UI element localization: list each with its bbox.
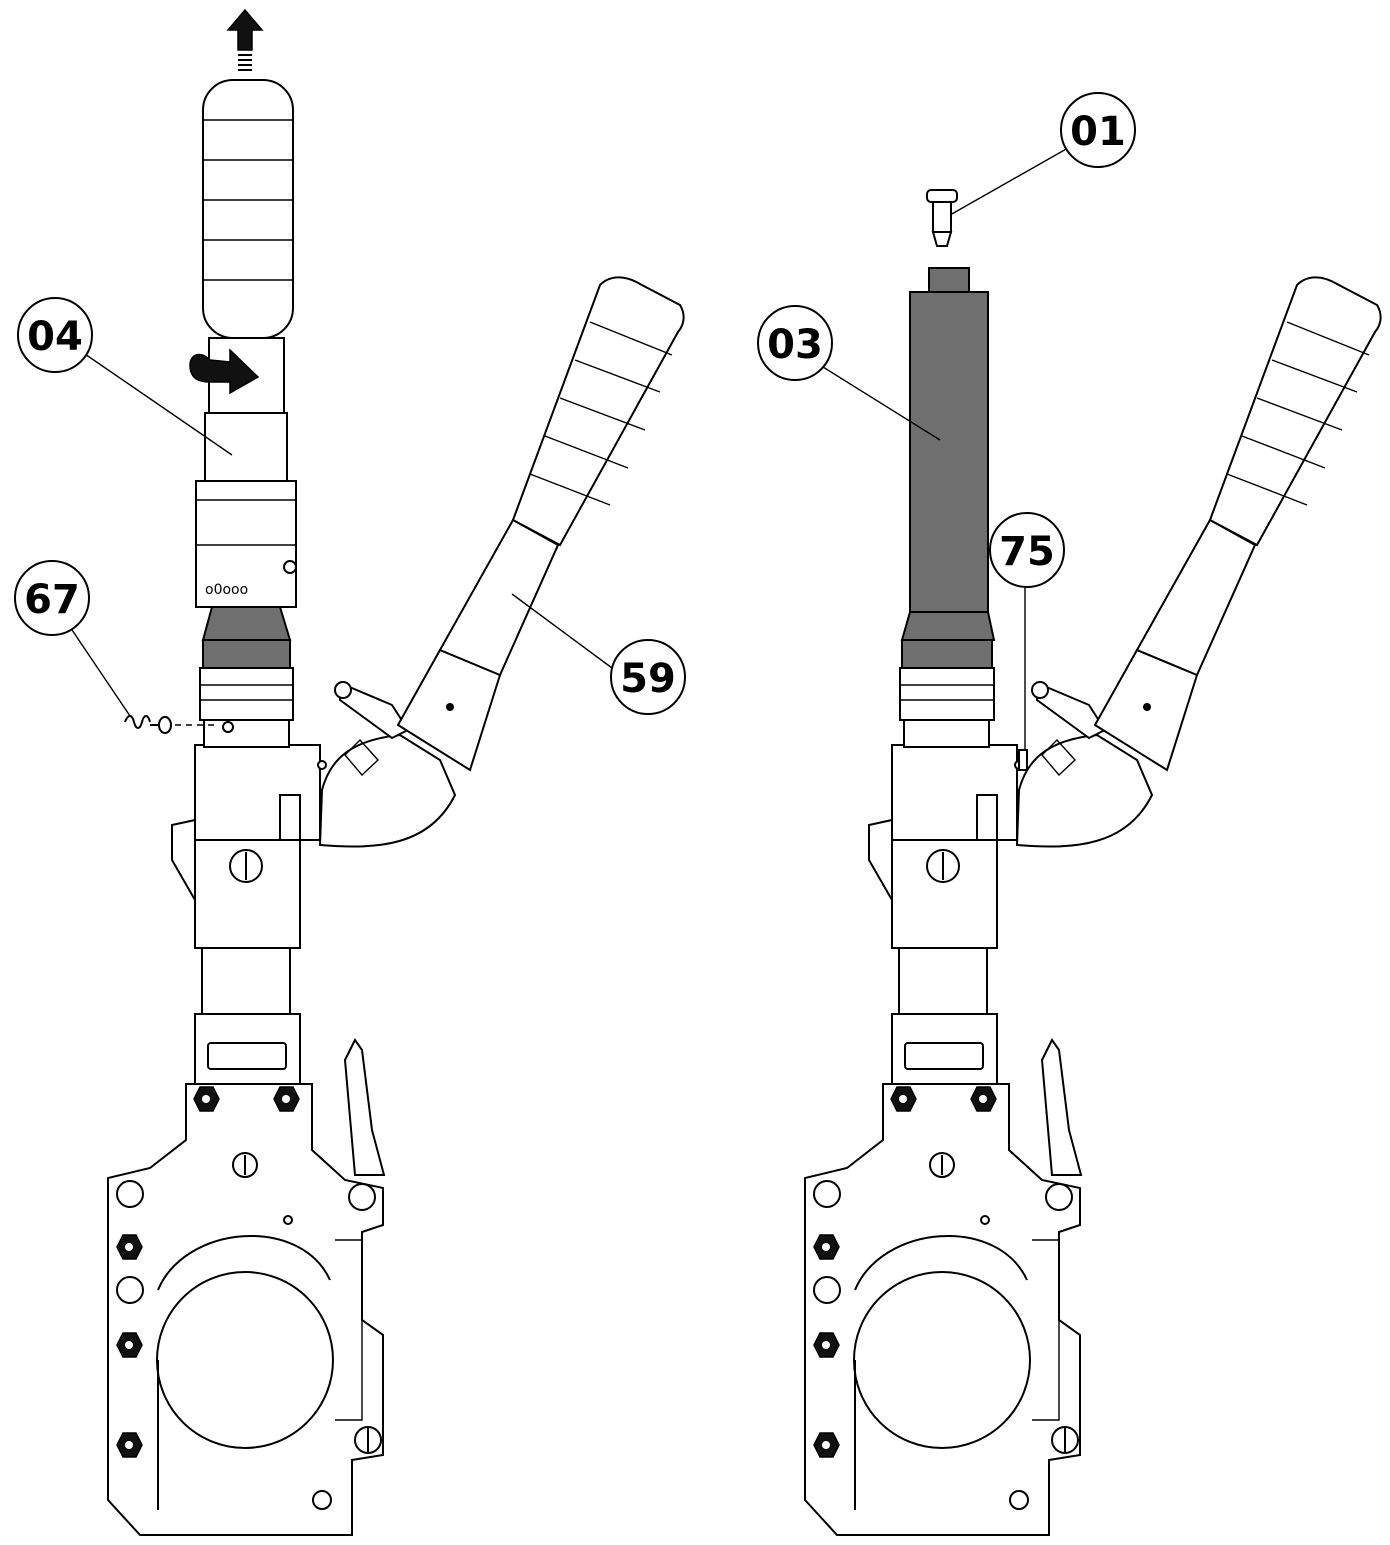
callout-label-67: 67 — [24, 577, 80, 623]
callout-67: 67 — [14, 560, 90, 636]
callout-label-01: 01 — [1070, 109, 1126, 155]
callout-03: 03 — [757, 305, 833, 381]
small-pin-part — [1018, 749, 1028, 771]
right-handle-arm — [1094, 276, 1382, 771]
left-assembly: o0ooo — [107, 8, 685, 1536]
callout-59: 59 — [610, 639, 686, 715]
telescopic-handle: o0ooo — [195, 79, 297, 748]
right-tool-body — [804, 681, 1153, 1536]
up-arrow-icon — [226, 8, 264, 71]
left-tool-body — [107, 681, 456, 1536]
cylinder-tube — [899, 267, 996, 748]
callout-04: 04 — [17, 297, 93, 373]
callout-label-04: 04 — [27, 314, 83, 360]
right-assembly — [804, 189, 1382, 1536]
leader-lines — [67, 147, 1069, 750]
callout-label-03: 03 — [767, 322, 823, 368]
pin-part — [926, 189, 958, 247]
rotate-arrow-icon — [189, 348, 260, 395]
callout-75: 75 — [989, 512, 1065, 588]
callout-01: 01 — [1060, 92, 1136, 168]
callout-label-75: 75 — [999, 529, 1055, 575]
callout-label-59: 59 — [620, 656, 676, 702]
svg-text:o0ooo: o0ooo — [205, 582, 248, 598]
